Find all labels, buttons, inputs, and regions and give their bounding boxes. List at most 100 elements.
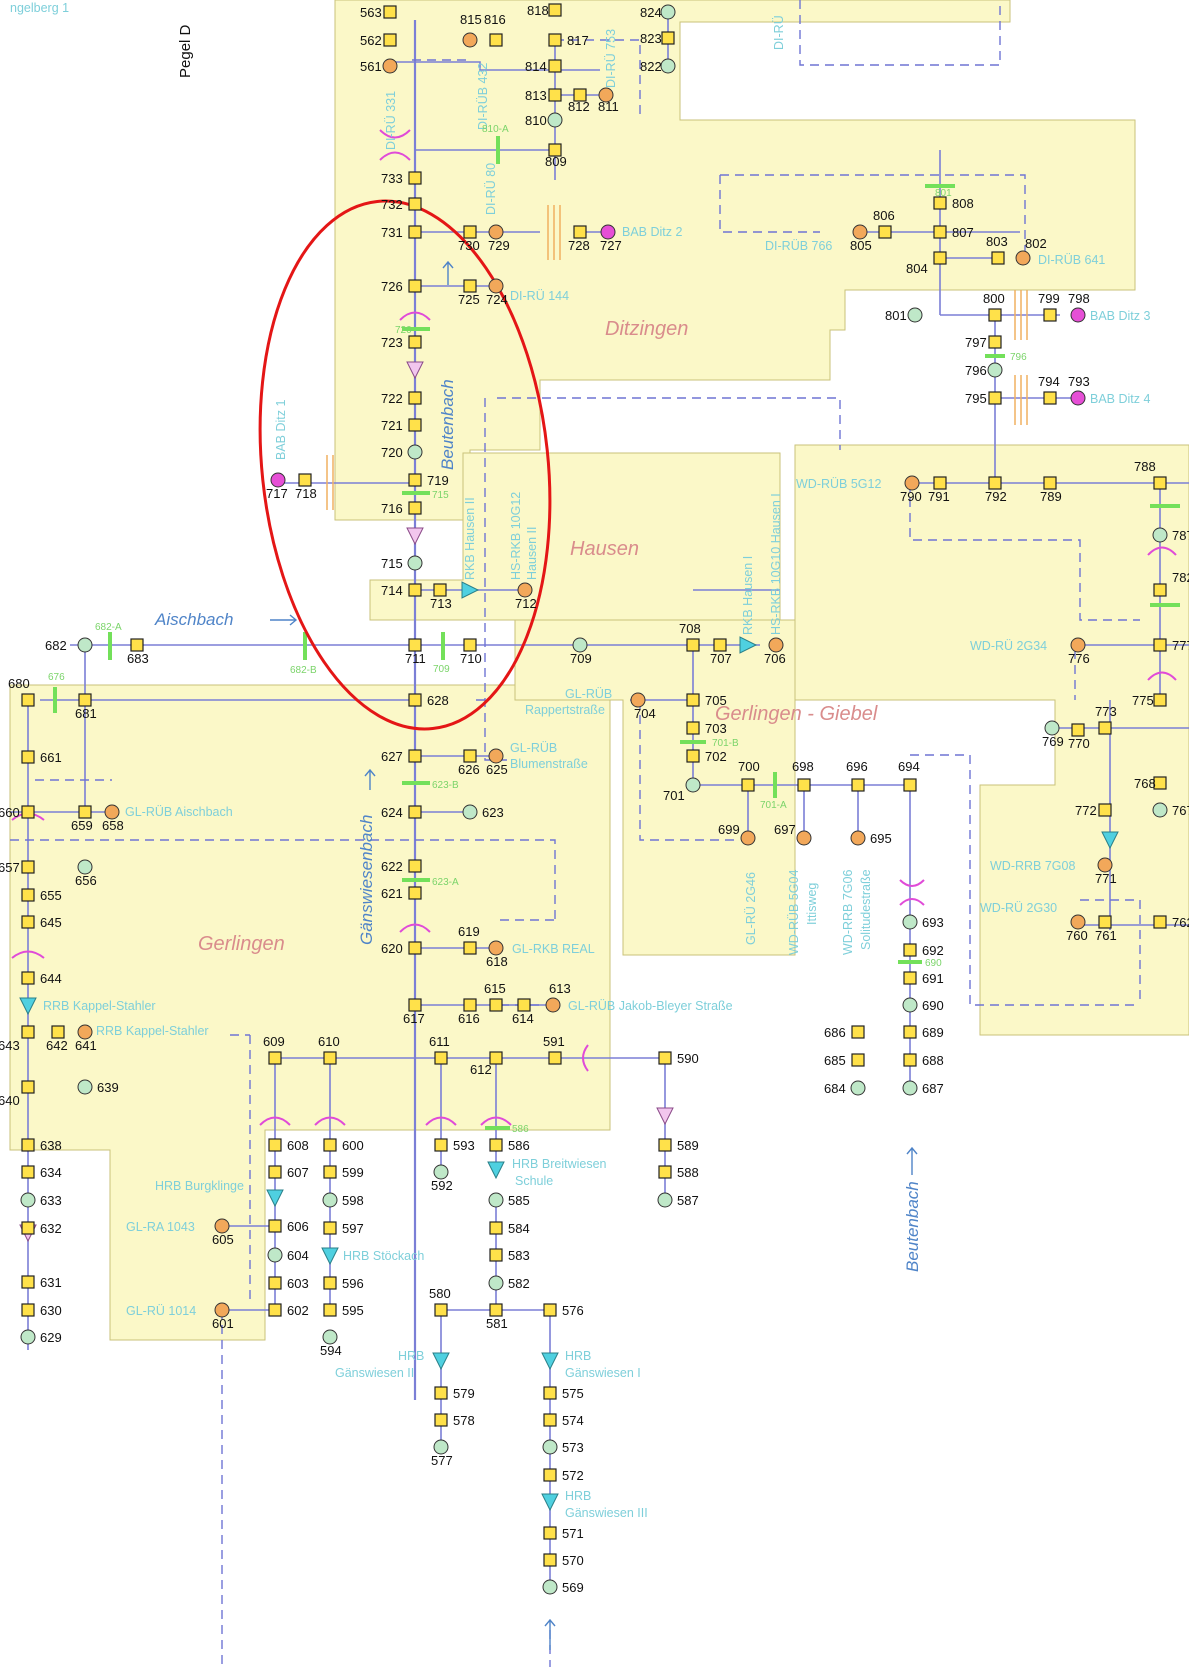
- node-608-symbol: [269, 1139, 281, 1151]
- labels-rrb_kappel_1-text: RRB Kappel-Stahler: [43, 999, 156, 1013]
- node-824-label: 824: [640, 5, 662, 20]
- node-698-label: 698: [792, 759, 814, 774]
- node-794-symbol: [1044, 392, 1056, 404]
- node-621-label: 621: [381, 886, 403, 901]
- node-587-symbol: [658, 1193, 672, 1207]
- node-602-symbol: [269, 1304, 281, 1316]
- node-803-label: 803: [986, 234, 1008, 249]
- node-727-symbol: [601, 225, 615, 239]
- node-815-label: 815: [460, 12, 482, 27]
- node-824-symbol: [661, 5, 675, 19]
- node-642-label: 642: [46, 1038, 68, 1053]
- node-722-symbol: [409, 392, 421, 404]
- node-617-label: 617: [403, 1011, 425, 1026]
- node-729-label: 729: [488, 238, 510, 253]
- node-709-symbol: [573, 638, 587, 652]
- node-711-label: 711: [405, 651, 426, 666]
- diagram-areas-2-text: Gerlingen: [198, 933, 285, 955]
- node-614-symbol: [518, 999, 530, 1011]
- node-798-symbol: [1071, 308, 1085, 322]
- node-683-label: 683: [127, 651, 149, 666]
- node-789-label: 789: [1040, 489, 1062, 504]
- node-823-label: 823: [640, 31, 662, 46]
- node-697-label: 697: [774, 822, 796, 837]
- labels-wd_ru_2g34-text: WD-RÜ 2G34: [970, 639, 1047, 653]
- node-796: 796: [965, 363, 1002, 378]
- node-719-label: 719: [427, 473, 449, 488]
- node-570-symbol: [544, 1554, 556, 1566]
- node-605-label: 605: [212, 1232, 234, 1247]
- labels-hrb_gw1-text: HRB: [565, 1349, 591, 1363]
- node-695-symbol: [851, 831, 865, 845]
- node-639: 639: [78, 1080, 119, 1095]
- node-629: 629: [21, 1330, 62, 1345]
- weirs-11-text: 623-B: [432, 780, 459, 791]
- weirs-0-text: 682-A: [95, 622, 122, 633]
- labels-top_left-text: ngelberg 1: [10, 1, 69, 15]
- node-800-label: 800: [983, 291, 1005, 306]
- node-570-label: 570: [562, 1553, 584, 1568]
- node-719: 719: [409, 473, 449, 488]
- node-576: 576: [544, 1303, 584, 1318]
- node-710: 710: [460, 639, 482, 666]
- node-632-symbol: [22, 1222, 34, 1234]
- node-807-label: 807: [952, 225, 974, 240]
- node-799-symbol: [1044, 309, 1056, 321]
- node-788-symbol: [1154, 477, 1166, 489]
- node-717-symbol: [271, 473, 285, 487]
- node-598-symbol: [323, 1193, 337, 1207]
- node-805-label: 805: [850, 238, 872, 253]
- node-822-symbol: [661, 59, 675, 73]
- node-816-label: 816: [484, 12, 506, 27]
- node-720-symbol: [408, 445, 422, 459]
- node-624-label: 624: [381, 805, 403, 820]
- node-657-label: 657: [0, 860, 20, 875]
- node-701-symbol: [686, 778, 700, 792]
- node-802-symbol: [1016, 251, 1030, 265]
- node-792-symbol: [989, 477, 1001, 489]
- node-571-symbol: [544, 1527, 556, 1539]
- node-597-label: 597: [342, 1221, 364, 1236]
- node-596-label: 596: [342, 1276, 364, 1291]
- weirs-13-text: 690: [925, 958, 942, 969]
- diagram-areas-3-text: Gerlingen - Giebel: [715, 703, 878, 725]
- node-595-symbol: [324, 1304, 336, 1316]
- node-612-label: 612: [470, 1062, 492, 1077]
- node-600-symbol: [324, 1139, 336, 1151]
- node-818: 818: [527, 3, 561, 18]
- node-655-label: 655: [40, 888, 62, 903]
- node-808-label: 808: [952, 196, 974, 211]
- node-731-symbol: [409, 226, 421, 238]
- labels-bab_ditz_2-text: BAB Ditz 2: [622, 225, 682, 239]
- node-562: 562: [360, 33, 396, 48]
- node-715-symbol: [408, 556, 422, 570]
- node-684-label: 684: [824, 1081, 846, 1096]
- node-606: 606: [269, 1219, 309, 1234]
- node-618-symbol: [489, 941, 503, 955]
- node-776-symbol: [1071, 638, 1085, 652]
- node-769-label: 769: [1042, 734, 1064, 749]
- node-617-symbol: [409, 999, 421, 1011]
- node-680-symbol: [22, 694, 34, 706]
- node-777: 777: [1154, 638, 1189, 653]
- weirs-7-text: 801: [935, 188, 952, 199]
- node-696-label: 696: [846, 759, 868, 774]
- node-630-symbol: [22, 1304, 34, 1316]
- node-582: 582: [489, 1276, 530, 1291]
- node-606-label: 606: [287, 1219, 309, 1234]
- node-659-symbol: [79, 806, 91, 818]
- node-710-label: 710: [460, 651, 482, 666]
- node-762-symbol: [1154, 916, 1166, 928]
- node-632-label: 632: [40, 1221, 62, 1236]
- node-621-symbol: [409, 887, 421, 899]
- node-681-symbol: [79, 694, 91, 706]
- node-718-symbol: [299, 474, 311, 486]
- node-775: 775: [1132, 693, 1166, 708]
- node-627: 627: [381, 749, 421, 764]
- labels-rrb_kappel_2-text: RRB Kappel-Stahler: [96, 1024, 209, 1038]
- node-598: 598: [323, 1193, 364, 1208]
- node-814-label: 814: [525, 59, 547, 74]
- node-661-label: 661: [40, 750, 62, 765]
- node-660: 660: [0, 805, 34, 820]
- node-813-label: 813: [525, 88, 547, 103]
